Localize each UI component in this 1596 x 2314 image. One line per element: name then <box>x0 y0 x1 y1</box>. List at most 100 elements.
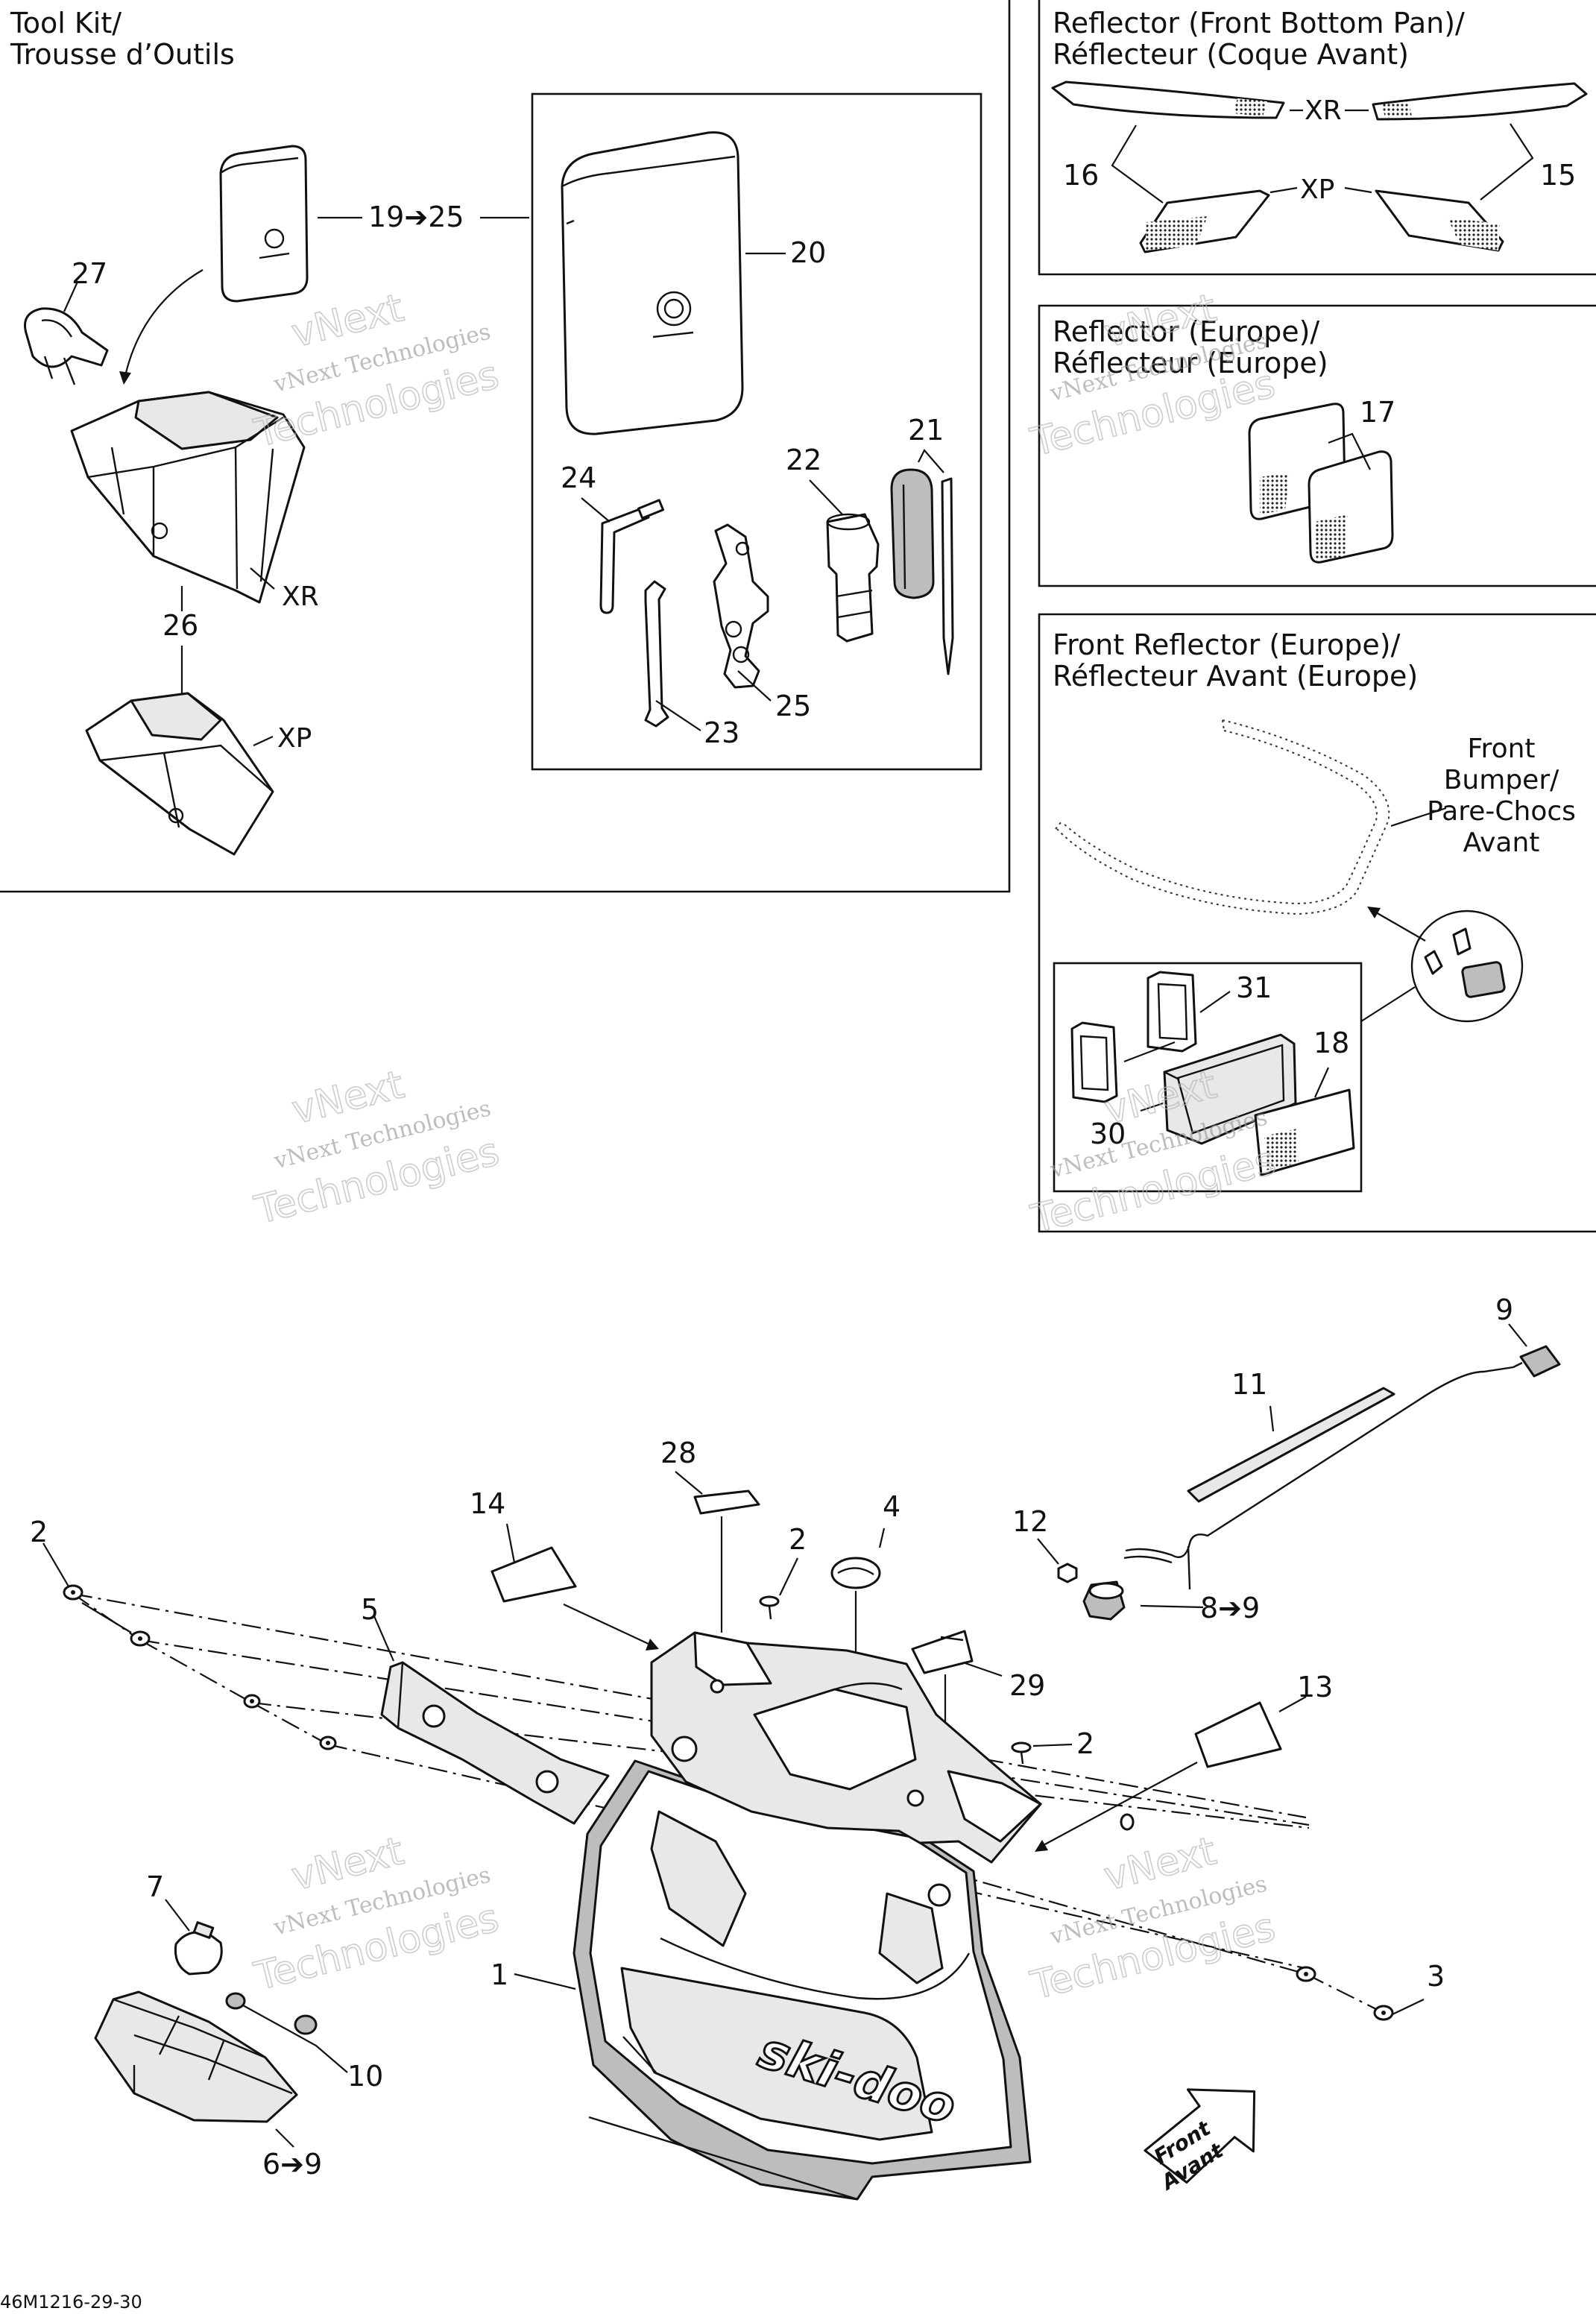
front-direction-arrow <box>1144 2088 1256 2184</box>
arrowhead-14 <box>646 1639 659 1651</box>
front-reflector-europe-title-fr: Réflecteur Avant (Europe) <box>1053 660 1418 693</box>
reflector-15-xr <box>1372 82 1588 121</box>
front-reflector-europe-box <box>1038 613 1596 1233</box>
leader-12 <box>1037 1538 1059 1565</box>
leader-29 <box>962 1661 1003 1677</box>
leader-xp-left <box>1269 186 1298 194</box>
callout-10: 10 <box>347 2060 383 2093</box>
tool-box-xr <box>70 391 306 604</box>
reflector-15-xp <box>1375 189 1504 252</box>
decal-14 <box>491 1546 577 1603</box>
reflector-europe-title: Reflector (Europe)/ <box>1053 315 1319 348</box>
tool-kit-title-fr: Trousse d’Outils <box>10 38 235 71</box>
watermark-3: vNext vNext Technologies Technologies <box>250 1062 504 1234</box>
arrow-13 <box>1041 1762 1198 1847</box>
callout-22: 22 <box>786 444 821 476</box>
connector-9 <box>1513 1345 1561 1378</box>
callout-8-9: 8➔9 <box>1200 1592 1260 1624</box>
nut-12 <box>1057 1563 1078 1583</box>
leader-11 <box>1269 1405 1275 1432</box>
callout-9: 9 <box>1495 1293 1513 1326</box>
mounting-bracket-27 <box>24 307 109 385</box>
leader-28 <box>675 1471 703 1495</box>
watermark-2: vNext vNext Technologies Technologies <box>1026 285 1280 466</box>
callout-30: 30 <box>1090 1117 1126 1150</box>
leader-2-right <box>1032 1743 1073 1747</box>
callout-26: 26 <box>163 609 198 642</box>
reflector-holder-31 <box>1070 971 1197 1103</box>
screw-2-right <box>1011 1741 1032 1765</box>
pouch-mount-arrowhead <box>119 371 131 385</box>
leader-xr <box>250 567 275 590</box>
front-bumper-label-2: Bumper/ <box>1444 765 1559 795</box>
reflector-kit-inner-box <box>1053 962 1363 1193</box>
leader-31-b <box>1123 1041 1176 1063</box>
tool-kit-title: Tool Kit/ <box>10 7 122 40</box>
decal-28 <box>693 1489 760 1515</box>
front-bumper-label-4: Avant <box>1463 827 1540 858</box>
leader-front-bumper <box>1390 807 1447 827</box>
washer-3-a <box>1296 1966 1316 1982</box>
pouch-mount-arrow <box>124 269 204 376</box>
callout-15: 15 <box>1540 159 1576 192</box>
leader-xp <box>253 736 274 746</box>
reflector-front-bottom-pan-title-fr: Réflecteur (Coque Avant) <box>1053 38 1409 71</box>
leader-31 <box>1199 991 1231 1013</box>
leader-5 <box>373 1615 395 1662</box>
leader-16 <box>1111 124 1164 204</box>
callout-12: 12 <box>1012 1505 1048 1538</box>
front-reflector-europe-title: Front Reflector (Europe)/ <box>1053 628 1401 661</box>
callout-1: 1 <box>491 1958 508 1991</box>
leader-2-top <box>779 1557 798 1596</box>
leader-xp-right <box>1344 186 1372 194</box>
callout-18: 18 <box>1313 1027 1349 1059</box>
bracket-5 <box>380 1661 610 1825</box>
wrench-23 <box>644 580 669 728</box>
front-housing-1 <box>573 1759 1032 2201</box>
leader-9 <box>1508 1323 1527 1347</box>
callout-14: 14 <box>470 1487 505 1520</box>
callout-3: 3 <box>1427 1960 1445 1993</box>
tool-kit-inner-box <box>531 92 982 771</box>
callout-5: 5 <box>361 1593 379 1626</box>
callout-27: 27 <box>72 257 107 290</box>
front-bumper-outline <box>1055 719 1390 915</box>
callout-16: 16 <box>1063 159 1099 192</box>
leader-23 <box>655 700 701 731</box>
socket-22 <box>826 513 880 643</box>
reflector-europe-box <box>1038 304 1596 587</box>
leader-6-9 <box>275 2128 294 2148</box>
reflector-16-xp <box>1139 189 1270 253</box>
leader-24 <box>581 497 611 523</box>
leader-13 <box>1278 1696 1307 1712</box>
watermark-5: vNext vNext Technologies Technologies <box>250 1828 504 2000</box>
callout-2-top: 2 <box>789 1523 807 1556</box>
decal-29 <box>911 1630 974 1674</box>
callout-28: 28 <box>660 1437 696 1469</box>
washer-2-d <box>319 1736 337 1750</box>
callout-4: 4 <box>883 1490 900 1523</box>
callout-7: 7 <box>146 1870 164 1903</box>
leader-15 <box>1480 123 1534 201</box>
callout-25: 25 <box>775 690 811 722</box>
callout-17: 17 <box>1360 396 1395 429</box>
leader-30 <box>1140 1102 1164 1112</box>
tool-box-xp <box>85 692 274 856</box>
nut-10-b <box>294 2014 318 2035</box>
reflector-17-right <box>1308 450 1394 564</box>
decal-13 <box>1194 1701 1282 1768</box>
leader-detail-to-box <box>1360 986 1416 1022</box>
callout-13: 13 <box>1297 1671 1333 1703</box>
wiring-harness <box>1123 1366 1514 1590</box>
leader-7 <box>165 1899 190 1932</box>
variant-label-xp-toolbox: XP <box>277 723 312 754</box>
washer-2-b <box>130 1630 151 1647</box>
leader-1 <box>514 1973 576 1990</box>
washer-right <box>1120 1813 1135 1831</box>
detail-arrowhead <box>1367 907 1381 918</box>
leader-14 <box>505 1523 516 1563</box>
tool-pouch-small <box>219 145 309 303</box>
leader-4 <box>878 1528 886 1548</box>
front-bumper-label-1: Front <box>1467 734 1535 764</box>
